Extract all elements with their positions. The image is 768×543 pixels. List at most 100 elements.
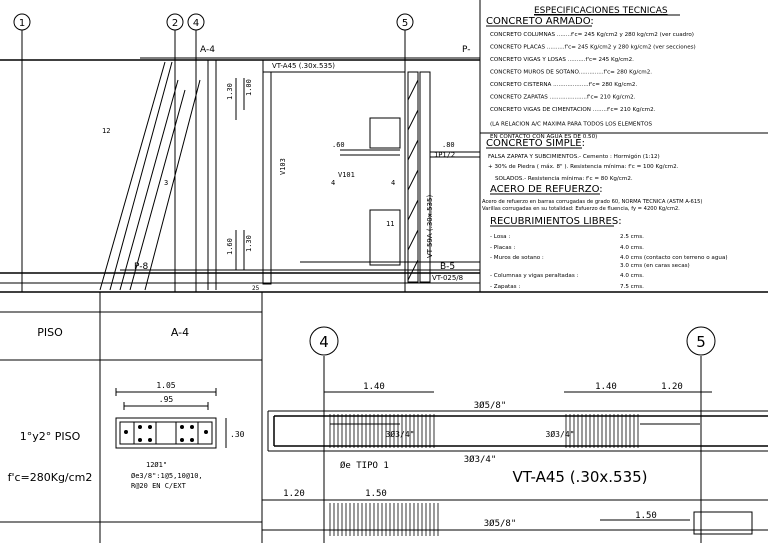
section-table [0, 292, 263, 543]
concreto-armado-line: CONCRETO MUROS DE SOTANO..............f'… [490, 70, 652, 76]
acero-heading: ACERO DE REFUERZO: [490, 184, 603, 195]
label-p: P- [462, 45, 470, 55]
dim-130: 1.30 [226, 83, 234, 100]
top-bar-label: 3Ø5/8" [474, 400, 507, 411]
bar-left-label: 3Ø3/4" [386, 429, 415, 439]
dim-25: 25 [252, 285, 260, 292]
section-rebars [124, 425, 208, 442]
label-b5: B-5 [440, 262, 455, 272]
dim-11: 11 [386, 220, 394, 228]
acero-line: Varillas corrugadas en su totalidad: Esf… [482, 206, 680, 212]
concreto-armado-line: CONCRETO ZAPATAS .....................f'… [490, 95, 636, 101]
dim-160: 1.60 [226, 238, 234, 255]
label-v103: V103 [279, 158, 287, 175]
label-vt59a: VT-59A (.30x.535) [426, 195, 434, 258]
concreto-simple-lines: FALSA ZAPATA Y SUBCIMIENTOS.- Cemento : … [488, 153, 679, 182]
bottom-bar-label: 3Ø3/4" [464, 454, 497, 465]
dim-140b: 1.40 [595, 382, 617, 392]
section-stirrups [133, 421, 199, 445]
concreto-armado-line: EN CONTACTO CON AGUA ES DE 0.50) [490, 134, 597, 140]
specs-panel: ESPECIFICACIONES TECNICAS CONCRETO ARMAD… [479, 0, 768, 292]
label-v101: V101 [338, 171, 355, 179]
beam-labels: 1.40 1.40 1.20 3Ø5/8" 3Ø3/4" 3Ø3/4" 3Ø3/… [283, 382, 683, 529]
bottom-bar2-label: 3Ø5/8" [484, 518, 517, 529]
elevation-view [0, 30, 768, 293]
axis-5-label: 5 [402, 18, 408, 29]
concreto-armado-heading: CONCRETO ARMADO: [486, 16, 594, 27]
axis-2-label: 2 [172, 18, 178, 29]
dim-140a: 1.40 [363, 382, 385, 392]
axis-1-label: 1 [19, 18, 25, 29]
dim-150b: 1.50 [635, 511, 657, 521]
recub-value: 2.5 cms. [620, 234, 644, 240]
specs-title: ESPECIFICACIONES TECNICAS [534, 6, 668, 16]
recub-key: - Zapatas : [490, 284, 520, 290]
concreto-armado-lines: CONCRETO COLUMNAS ........f'c= 245 Kg/cm… [490, 32, 696, 140]
sec-dim-inner: .95 [159, 395, 174, 404]
row-label-piso: 1°y2° PISO [20, 430, 81, 443]
header-piso: PISO [37, 326, 63, 339]
sec-dim-side: .30 [230, 430, 245, 439]
dim-80: .80 [442, 141, 455, 149]
top-axis-bubbles: 1 2 4 5 [13, 13, 414, 31]
sec-note-2: Øe3/8":1@5,10@10, [131, 472, 203, 480]
concreto-armado-line: CONCRETO PLACAS ..........f'c= 245 Kg/cm… [490, 45, 696, 51]
recubrimientos-rows: - Losa : 2.5 cms. - Placas : 4.0 cms. - Muro… [490, 234, 728, 290]
recub-value: 3.0 cms (en caras secas) [620, 263, 690, 269]
recub-key: - Muros de sotano : [490, 255, 544, 261]
sec-note-1: 12Ø1" [146, 461, 167, 469]
elevation-labels: A-4 P- VT-A45 (.30x.535) 1.30 1.00 V103 … [102, 45, 470, 292]
label-vt: VT-A45 (.30x.535) [272, 62, 335, 70]
sec-dim-top: 1.05 [156, 381, 175, 390]
beam-axis-5: 5 [696, 333, 706, 351]
stirrup-type-label: Øe TIPO 1 [340, 460, 389, 471]
recubrimientos-heading: RECUBRIMIENTOS LIBRES: [490, 216, 622, 227]
row-label-fc: f'c=280Kg/cm2 [8, 471, 93, 484]
recub-value: 4.0 cms. [620, 245, 644, 251]
label-a4: A-4 [200, 45, 215, 55]
axis-4-label: 4 [193, 18, 199, 29]
header-a4: A-4 [171, 326, 189, 339]
beam-stirrups-right [565, 414, 639, 448]
recub-value: 4.0 cms (contacto con terreno o agua) [620, 255, 728, 261]
dim-120: 1.20 [661, 382, 683, 392]
dim-120b: 1.20 [283, 489, 305, 499]
dim-4b: 4 [391, 179, 395, 187]
table-labels: PISO A-4 1°y2° PISO f'c=280Kg/cm2 1.05 .… [8, 326, 245, 490]
concreto-armado-line: CONCRETO VIGAS Y LOSAS ..........f'c= 24… [490, 57, 634, 63]
beam-stirrups-bottom [329, 503, 439, 536]
dim-3: 3 [164, 179, 168, 187]
recub-value: 7.5 cms. [620, 284, 644, 290]
recub-value: 4.0 cms. [620, 273, 644, 279]
dim-100: 1.00 [245, 79, 253, 96]
concreto-armado-line: CONCRETO CISTERNA ....................f'… [490, 82, 637, 88]
dim-60: .60 [332, 141, 345, 149]
sec-note-3: R@20 EN C/EXT [131, 482, 187, 490]
bar-right-label: 3Ø3/4" [546, 429, 575, 439]
recub-key: - Losa : [490, 234, 510, 240]
label-p8: P-8 [134, 262, 148, 272]
dim-1p1: 1P1/2 [434, 151, 455, 159]
beam-detail [262, 356, 768, 543]
concreto-simple-line: + 30% de Piedra ( máx. 8" ). Resistencia… [488, 163, 679, 170]
beam-axis-4: 4 [319, 333, 329, 351]
recub-key: - Placas : [490, 245, 515, 251]
concreto-armado-line: (LA RELACION A/C MAXIMA PARA TODOS LOS E… [490, 122, 652, 128]
dim-12: 12 [102, 127, 110, 135]
dim-130b: 1.30 [245, 235, 253, 252]
concreto-simple-heading: CONCRETO SIMPLE: [486, 138, 585, 149]
beam-stirrups-left [329, 414, 435, 448]
acero-line: Acero de refuerzo en barras corrugadas d… [482, 199, 702, 205]
concreto-armado-line: CONCRETO COLUMNAS ........f'c= 245 Kg/cm… [490, 32, 694, 38]
dim-150: 1.50 [365, 489, 387, 499]
acero-lines: Acero de refuerzo en barras corrugadas d… [482, 199, 702, 212]
label-vt025: VT-025/8 [432, 274, 463, 282]
beam-title: VT-A45 (.30x.535) [512, 468, 647, 486]
recub-key: - Columnas y vigas peraltadas : [490, 273, 579, 279]
beam-axis-bubbles: 4 5 [309, 326, 716, 356]
concreto-armado-line: CONCRETO VIGAS DE CIMENTACION ........f'… [490, 107, 656, 113]
concreto-simple-line: SOLADOS.- Resistencia mínima: f'c = 80 K… [495, 175, 633, 182]
concreto-simple-line: FALSA ZAPATA Y SUBCIMIENTOS.- Cemento : … [488, 153, 660, 160]
dim-4a: 4 [331, 179, 335, 187]
